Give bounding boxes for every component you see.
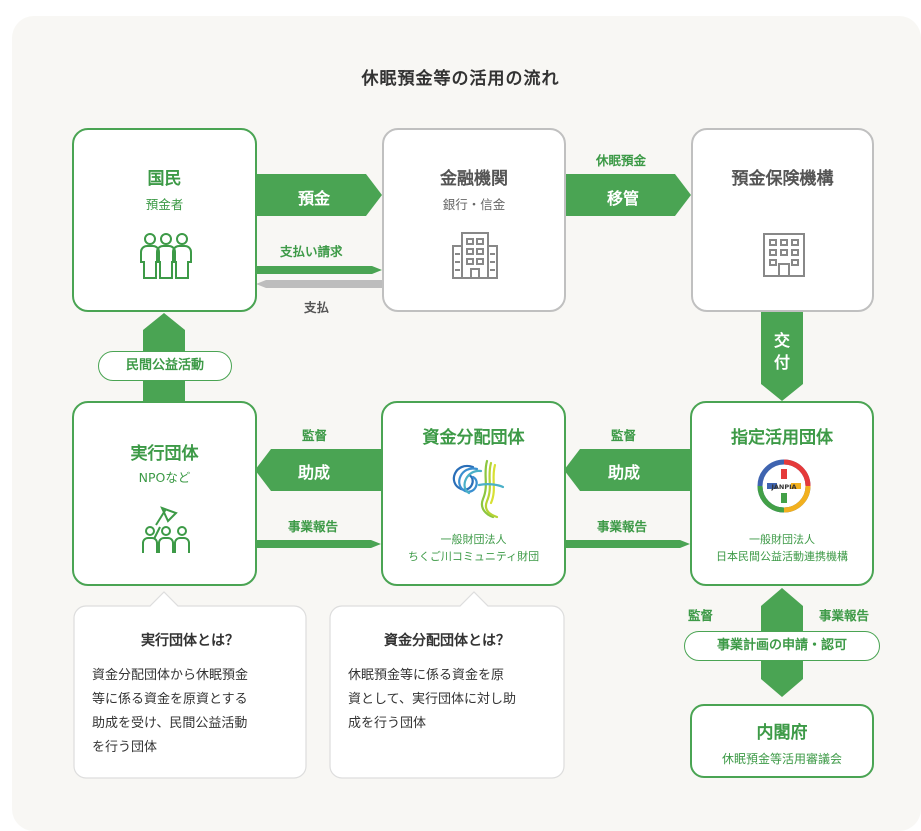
transfer-arrow — [566, 174, 691, 216]
subsidy-label-1: 助成 — [298, 463, 331, 482]
subsidy-arrow-2 — [564, 449, 690, 491]
node-kinyu-title: 金融機関 — [440, 169, 508, 189]
bubble-shikin-line: 資として、実行団体に対し助 — [348, 692, 516, 707]
node-shitei-title: 指定活用団体 — [731, 428, 833, 448]
report-label-1: 事業報告 — [288, 519, 339, 534]
bubble-jikko-line: 資金分配団体から休眠預金 — [92, 668, 249, 683]
payment-request-label: 支払い請求 — [280, 244, 343, 259]
deposit-arrow — [257, 174, 382, 216]
node-jikko-title: 実行団体 — [130, 444, 199, 464]
node-naikaku-title: 内閣府 — [756, 723, 808, 743]
dormant-deposit-label: 休眠預金 — [596, 153, 647, 168]
janpia-logo-icon: JANPIA — [757, 459, 811, 513]
node-kokumin: 国民 預金者 — [72, 128, 257, 312]
bubble-jikko-title: 実行団体とは？ — [141, 633, 239, 649]
node-jikko-sub: NPOなど — [138, 470, 191, 485]
bubble-shikin-body: 休眠預金等に係る資金を原 資として、実行団体に対し助 成を行う団体 — [348, 664, 516, 736]
node-jikko: 実行団体 NPOなど — [72, 401, 257, 586]
bubble-jikko-line: 助成を受け、民間公益活動 — [92, 716, 248, 731]
payment-arrow — [256, 280, 382, 288]
report-arrow-2 — [566, 540, 690, 548]
janpia-logo-text: JANPIA — [770, 483, 796, 491]
node-shitei-org-line1: 一般財団法人 — [749, 533, 815, 546]
bubble-shikin-title: 資金分配団体とは？ — [384, 633, 510, 649]
supervision-label-2: 監督 — [611, 428, 637, 443]
page-title: 休眠預金等の活用の流れ — [361, 69, 560, 89]
node-kinyu-sub: 銀行・信金 — [442, 197, 506, 212]
grant-delivery-arrow — [761, 312, 803, 401]
people-group-icon — [140, 233, 192, 279]
application-approval-pill: 事業計画の申請・認可 — [684, 631, 880, 661]
payment-label: 支払 — [304, 300, 330, 315]
bubble-jikko: 実行団体とは？ 資金分配団体から休眠預金 等に係る資金を原資とする 助成を受け、… — [74, 606, 306, 778]
node-kinyu: 金融機関 銀行・信金 — [382, 128, 566, 312]
activists-flag-icon — [142, 506, 190, 553]
bubble-jikko-shape — [73, 591, 307, 779]
report-label-3: 事業報告 — [819, 608, 870, 623]
bubble-shikin-shape — [329, 591, 565, 779]
node-yokin-hoken: 預金保険機構 — [691, 128, 874, 312]
deposit-arrow-label: 預金 — [298, 189, 331, 208]
report-label-2: 事業報告 — [597, 519, 648, 534]
node-shikin-org-line2: ちくご川コミュニティ財団 — [407, 550, 540, 563]
node-naikaku: 内閣府 休眠預金等活用審議会 — [690, 704, 874, 778]
bubble-jikko-line: を行う団体 — [92, 740, 158, 755]
grant-delivery-label: 交付 — [774, 331, 791, 372]
bubble-shikin: 資金分配団体とは？ 休眠預金等に係る資金を原 資として、実行団体に対し助 成を行… — [330, 606, 564, 778]
bubble-jikko-body: 資金分配団体から休眠預金 等に係る資金を原資とする 助成を受け、民間公益活動 を… — [92, 664, 248, 760]
chikugogawa-logo-icon — [452, 459, 505, 519]
public-activity-pill: 民間公益活動 — [98, 351, 232, 381]
bubble-shikin-line: 休眠預金等に係る資金を原 — [348, 668, 505, 683]
node-shikin: 資金分配団体 一般財団法人 ちくご川コミュニティ財団 — [381, 401, 566, 586]
node-shitei: 指定活用団体 JANPIA 一般財団法人 日本民間公益活動連携機構 — [690, 401, 874, 586]
node-kokumin-title: 国民 — [147, 169, 182, 189]
payment-request-arrow — [257, 266, 382, 274]
node-shitei-org-line2: 日本民間公益活動連携機構 — [716, 550, 848, 563]
subsidy-arrow-1 — [255, 449, 381, 491]
institution-building-icon — [763, 233, 805, 277]
node-yokin-hoken-title: 預金保険機構 — [731, 169, 834, 189]
node-kokumin-sub: 預金者 — [145, 197, 184, 212]
office-building-icon — [452, 232, 498, 279]
node-shikin-title: 資金分配団体 — [422, 428, 525, 448]
bubble-shikin-line: 成を行う団体 — [348, 716, 427, 731]
supervision-label-1: 監督 — [302, 428, 328, 443]
transfer-arrow-label: 移管 — [607, 189, 640, 208]
bubble-jikko-line: 等に係る資金を原資とする — [92, 692, 248, 707]
supervision-label-3: 監督 — [688, 608, 714, 623]
node-naikaku-sub: 休眠預金等活用審議会 — [721, 752, 842, 766]
subsidy-label-2: 助成 — [608, 463, 641, 482]
report-arrow-1 — [257, 540, 381, 548]
node-shikin-org-line1: 一般財団法人 — [440, 533, 507, 546]
